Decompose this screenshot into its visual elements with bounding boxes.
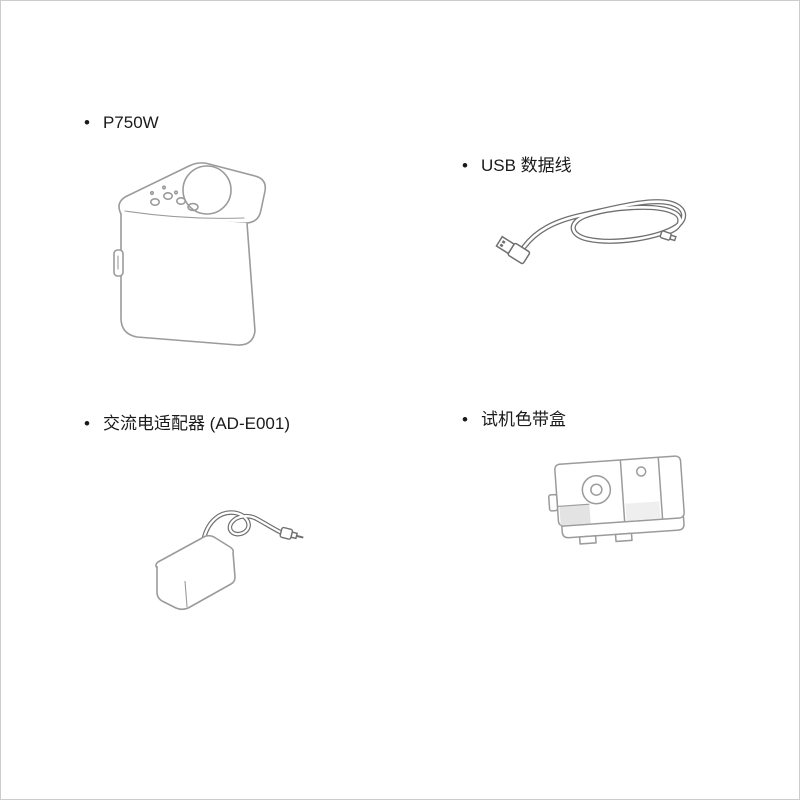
bullet: • [462,410,468,429]
item-label-usb-cable: USB 数据线 [480,156,572,175]
tape-cassette-illustration [548,455,685,545]
bullet: • [84,414,90,433]
tape-cassette-figure [543,446,703,556]
printer-figure [105,150,295,354]
item-label-ac-adapter: 交流电适配器 (AD-E001) [102,414,290,433]
list-item-ac-adapter: • 交流电适配器 (AD-E001) [84,413,290,434]
list-item-usb-cable: • USB 数据线 [462,155,572,176]
bullet: • [462,156,468,175]
bullet: • [84,113,90,132]
list-item-tape-cassette: • 试机色带盒 [462,409,566,430]
usb-cable-figure [490,183,705,283]
item-label-p750w: P750W [102,113,159,132]
label-printer-illustration [113,162,267,346]
list-item-p750w: • P750W [84,112,159,133]
ac-adapter-illustration [155,510,304,611]
usb-cable-illustration [495,199,687,265]
item-label-tape-cassette: 试机色带盒 [480,410,566,429]
ac-adapter-figure [146,500,311,628]
